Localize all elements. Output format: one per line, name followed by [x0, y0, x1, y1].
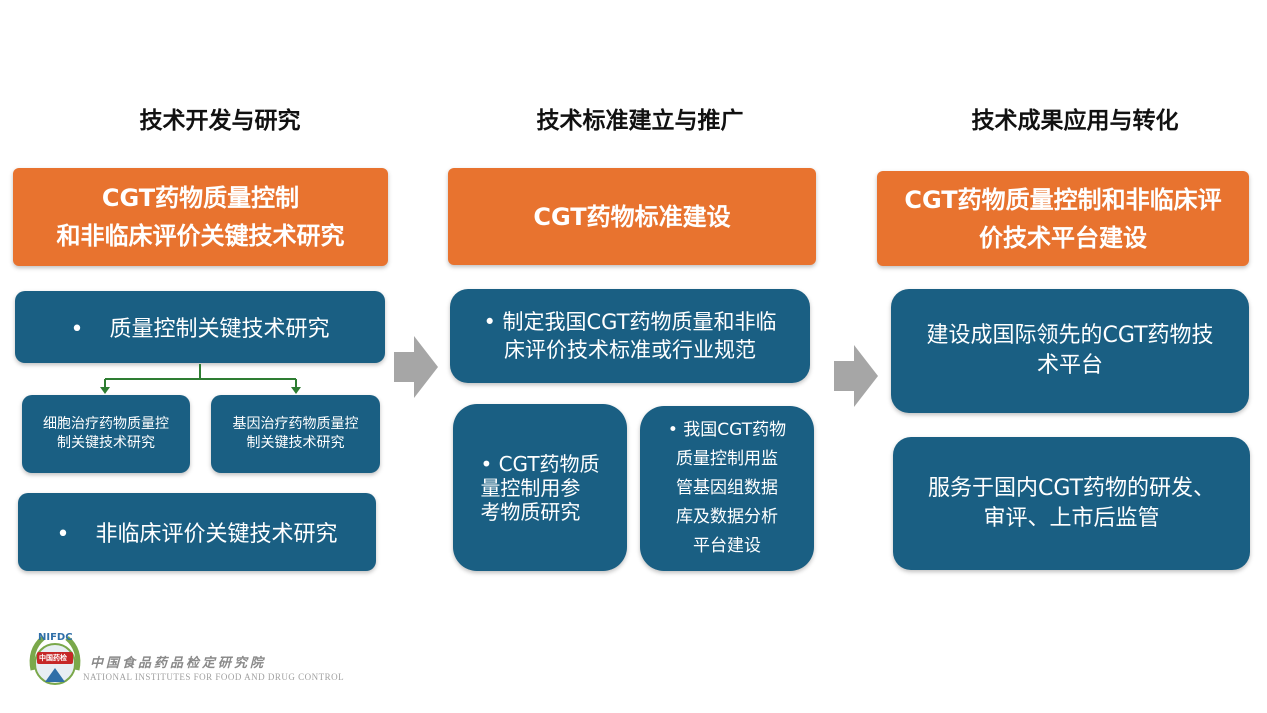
- cell-therapy-box: 细胞治疗药物质量控 制关键技术研究: [22, 395, 190, 473]
- platform-box: 建设成国际领先的CGT药物技 术平台: [891, 289, 1249, 413]
- cell-therapy-text: 细胞治疗药物质量控 制关键技术研究: [43, 416, 169, 451]
- research-header-text: CGT药物质量控制 和非临床评价关键技术研究: [56, 184, 345, 250]
- genome-database-text: • 我国CGT药物 质量控制用监 管基因组数据 库及数据分析 平台建设: [667, 420, 787, 556]
- gene-therapy-box: 基因治疗药物质量控 制关键技术研究: [211, 395, 380, 473]
- institute-name-cn: 中国食品药品检定研究院: [90, 656, 267, 671]
- genome-database-box: • 我国CGT药物 质量控制用监 管基因组数据 库及数据分析 平台建设: [640, 406, 814, 571]
- nonclinical-research-box: 非临床评价关键技术研究: [18, 493, 376, 571]
- institute-name-en: NATIONAL INSTITUTES FOR FOOD AND DRUG CO…: [83, 672, 345, 682]
- standards-box: • 制定我国CGT药物质量和非临 床评价技术标准或行业规范: [450, 289, 810, 383]
- standards-header-text: CGT药物标准建设: [533, 202, 731, 231]
- nifdc-logo: [29, 636, 81, 685]
- logo-abbreviation: NIFDC: [38, 632, 73, 643]
- platform-header-box: CGT药物质量控制和非临床评 价技术平台建设: [877, 171, 1249, 266]
- standards-header-box: CGT药物标准建设: [448, 168, 816, 265]
- logo-badge-text: 中国药检: [39, 654, 67, 662]
- flow-arrow-1: [394, 336, 438, 398]
- standards-text: • 制定我国CGT药物质量和非临 床评价技术标准或行业规范: [483, 310, 777, 362]
- reference-material-box: • CGT药物质 量控制用参 考物质研究: [453, 404, 627, 571]
- reference-material-text: • CGT药物质 量控制用参 考物质研究: [480, 451, 600, 524]
- column-heading-application: 技术成果应用与转化: [971, 108, 1179, 134]
- platform-header-text: CGT药物质量控制和非临床评 价技术平台建设: [904, 185, 1222, 252]
- column-heading-research: 技术开发与研究: [139, 108, 301, 134]
- service-box: 服务于国内CGT药物的研发、 审评、上市后监管: [893, 437, 1250, 570]
- connector-arrowhead-left: [100, 387, 110, 394]
- platform-text: 建设成国际领先的CGT药物技 术平台: [926, 323, 1214, 378]
- flow-arrow-2: [834, 345, 878, 407]
- nonclinical-research-text: 非临床评价关键技术研究: [57, 516, 337, 548]
- service-text: 服务于国内CGT药物的研发、 审评、上市后监管: [927, 475, 1216, 531]
- gene-therapy-text: 基因治疗药物质量控 制关键技术研究: [232, 416, 359, 451]
- quality-research-box: 质量控制关键技术研究: [15, 291, 385, 363]
- quality-research-text: 质量控制关键技术研究: [71, 311, 329, 343]
- branch-connector: [100, 364, 301, 394]
- research-header-box: CGT药物质量控制 和非临床评价关键技术研究: [13, 168, 388, 266]
- connector-arrowhead-right: [291, 387, 301, 394]
- column-heading-standards: 技术标准建立与推广: [536, 108, 744, 134]
